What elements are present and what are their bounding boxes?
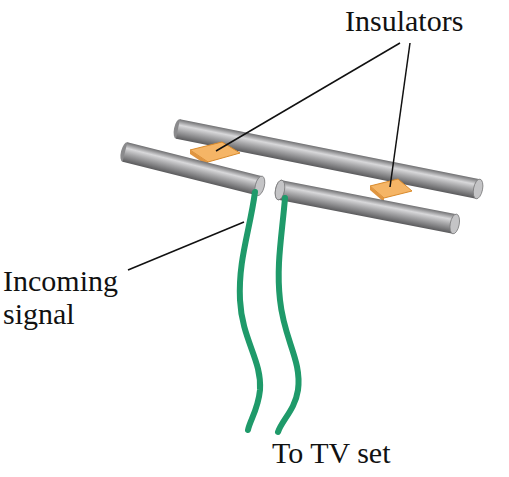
lead-wire xyxy=(240,192,260,430)
part-label: To TV set xyxy=(272,436,472,469)
part-label: Incoming signal xyxy=(3,264,153,330)
front-left-rod xyxy=(119,141,267,196)
lead-wire xyxy=(278,198,299,432)
leader-line xyxy=(216,43,400,151)
front-right-rod xyxy=(274,179,461,234)
leader-line xyxy=(128,222,244,270)
back-rod xyxy=(172,118,484,199)
label-holder: To TV set xyxy=(272,436,472,469)
part-label: Insulators xyxy=(345,4,505,37)
label-holder: Incoming signal xyxy=(3,264,153,330)
leader-line xyxy=(390,43,410,187)
label-holder: Insulators xyxy=(345,4,505,37)
